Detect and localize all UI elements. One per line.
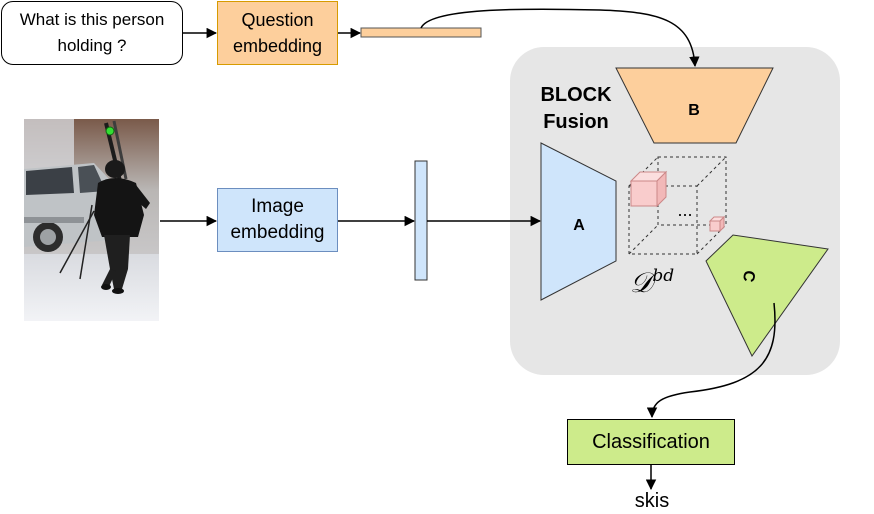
input-photo [24,119,159,321]
question-embedding-box: Question embedding [217,1,338,65]
block-tensor-last [708,215,726,233]
question-text: What is this person holding ? [19,10,165,55]
core-tensor-label: 𝒟bd [630,266,674,299]
c-projection [705,234,829,357]
image-embedding-label: Image embedding [230,196,325,243]
core-tensor-superscript: bd [652,266,674,286]
c-label: C [739,269,758,284]
arrow-c-to-classification [646,302,776,419]
b-projection [615,67,774,144]
classification-label: Classification [592,431,710,453]
question-embedding-label: Question embedding [232,10,323,56]
block-tensor-first [629,170,668,208]
a-projection [540,142,617,301]
question-box: What is this person holding ? [1,1,183,65]
b-label: B [688,102,700,119]
block-fusion-title: BLOCK Fusion [540,84,612,133]
question-vector [360,27,482,38]
classification-box: Classification [567,419,735,465]
tensor-ellipsis: ... [677,200,692,220]
arrow-qvector-to-b [420,8,700,68]
image-vector [414,160,428,281]
answer-text: skis [634,490,670,512]
image-embedding-box: Image embedding [217,188,338,252]
a-label: A [573,217,585,234]
